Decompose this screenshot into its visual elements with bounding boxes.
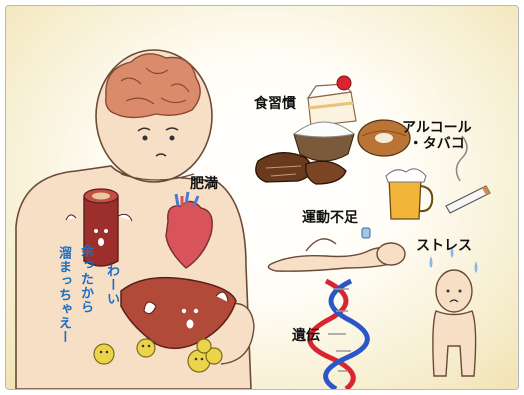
speech-col3: 溜まっちゃえー [54, 246, 73, 344]
label-heredity: 遺伝 [292, 328, 320, 344]
speech-col2: 余ったから [76, 244, 95, 314]
label-tobacco-line2: ・タバコ [402, 136, 472, 152]
label-lack-of-exercise: 運動不足 [302, 210, 358, 226]
beer-mug-icon [386, 169, 432, 219]
food-group [256, 76, 410, 184]
label-obesity: 肥満 [190, 176, 218, 192]
lying-person-figure [268, 228, 405, 271]
label-stress: ストレス [416, 238, 472, 254]
stressed-person-figure [430, 246, 478, 376]
speech-col1: わーい [102, 264, 121, 306]
label-alcohol-tobacco: アルコール ・タバコ [402, 120, 472, 152]
label-eating-habits: 食習慣 [254, 96, 296, 112]
illustration-frame: 肥満 食習慣 アルコール ・タバコ 運動不足 ストレス 遺伝 わーい 余ったから… [5, 5, 519, 390]
illustration-canvas [6, 6, 518, 389]
label-alcohol-line1: アルコール [402, 120, 472, 136]
